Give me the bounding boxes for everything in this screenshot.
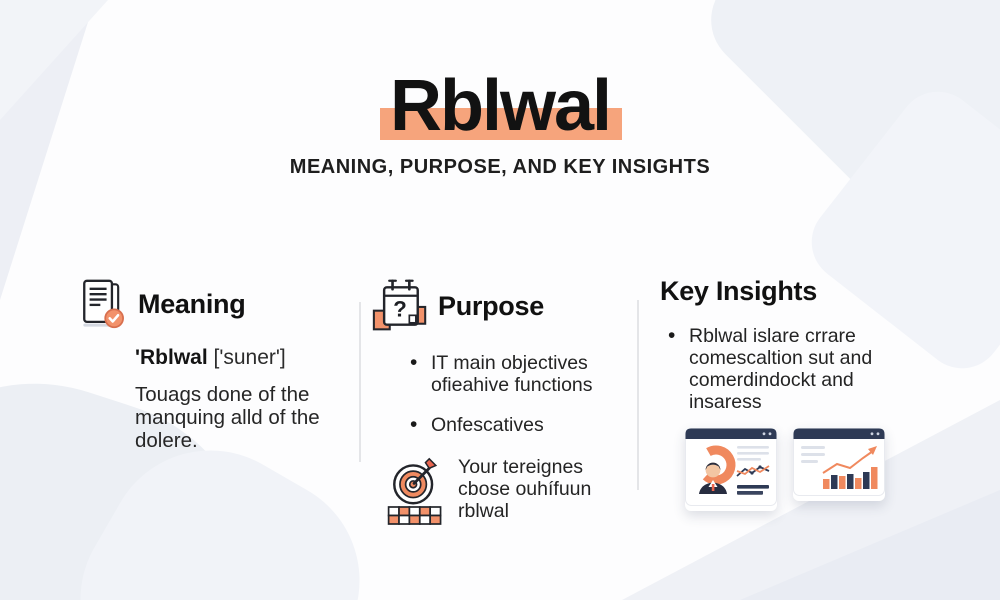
key-insights-heading: Key Insights [660, 276, 817, 306]
column-divider-2 [637, 300, 639, 490]
column-divider-1 [359, 302, 361, 462]
purpose-callout: Your tereignes cbose ouhífuun rblwal [382, 454, 627, 542]
calendar-question-icon: ? [372, 276, 428, 336]
document-check-icon [78, 276, 128, 332]
purpose-header: ? Purpose [372, 276, 627, 336]
meaning-term: 'Rblwal [135, 346, 208, 369]
purpose-heading: Purpose [438, 290, 544, 321]
purpose-column: ? Purpose IT main objectives ofieahive f… [372, 276, 627, 542]
meaning-column: Meaning 'Rblwal ['suner'] Touags done of… [78, 276, 338, 453]
key-insights-thumbnails [685, 428, 885, 511]
calendar-question-glyph: ? [393, 296, 407, 321]
purpose-bullet-2: Onfescatives [410, 413, 621, 437]
title-highlight-bar [379, 108, 623, 140]
target-dart-icon [382, 454, 450, 526]
key-insights-column: Key Insights Rblwal islare crrare comesc… [660, 276, 900, 511]
page-subtitle: MEANING, PURPOSE, AND KEY INSIGHTS [289, 156, 711, 178]
purpose-callout-text: Your tereignes cbose ouhífuun rblwal [458, 456, 592, 523]
title-block: Rblwal MEANING, PURPOSE, AND KEY INSIGHT… [0, 70, 1000, 179]
meaning-body-text: Touags done of the manquing alld of the … [135, 383, 320, 452]
purpose-bullet-1: IT main objectives ofieahive functions [410, 351, 621, 396]
profile-dashboard-thumbnail [685, 428, 777, 511]
meaning-header: Meaning [78, 276, 338, 332]
purpose-bullet-list: IT main objectives ofieahive functions O… [372, 351, 627, 437]
key-insights-bullet-1: Rblwal islare crrare comescaltion sut an… [668, 324, 907, 413]
key-insights-bullet-list: Rblwal islare crrare comescaltion sut an… [660, 324, 900, 413]
meaning-term-line: 'Rblwal ['suner'] [135, 346, 338, 370]
bar-chart-thumbnail [793, 428, 885, 501]
meaning-heading: Meaning [138, 288, 246, 319]
key-insights-header: Key Insights [660, 276, 900, 307]
meaning-phonetic: ['suner'] [213, 346, 286, 369]
page-title: Rblwal [389, 66, 612, 146]
title-wrap: Rblwal [379, 66, 623, 146]
